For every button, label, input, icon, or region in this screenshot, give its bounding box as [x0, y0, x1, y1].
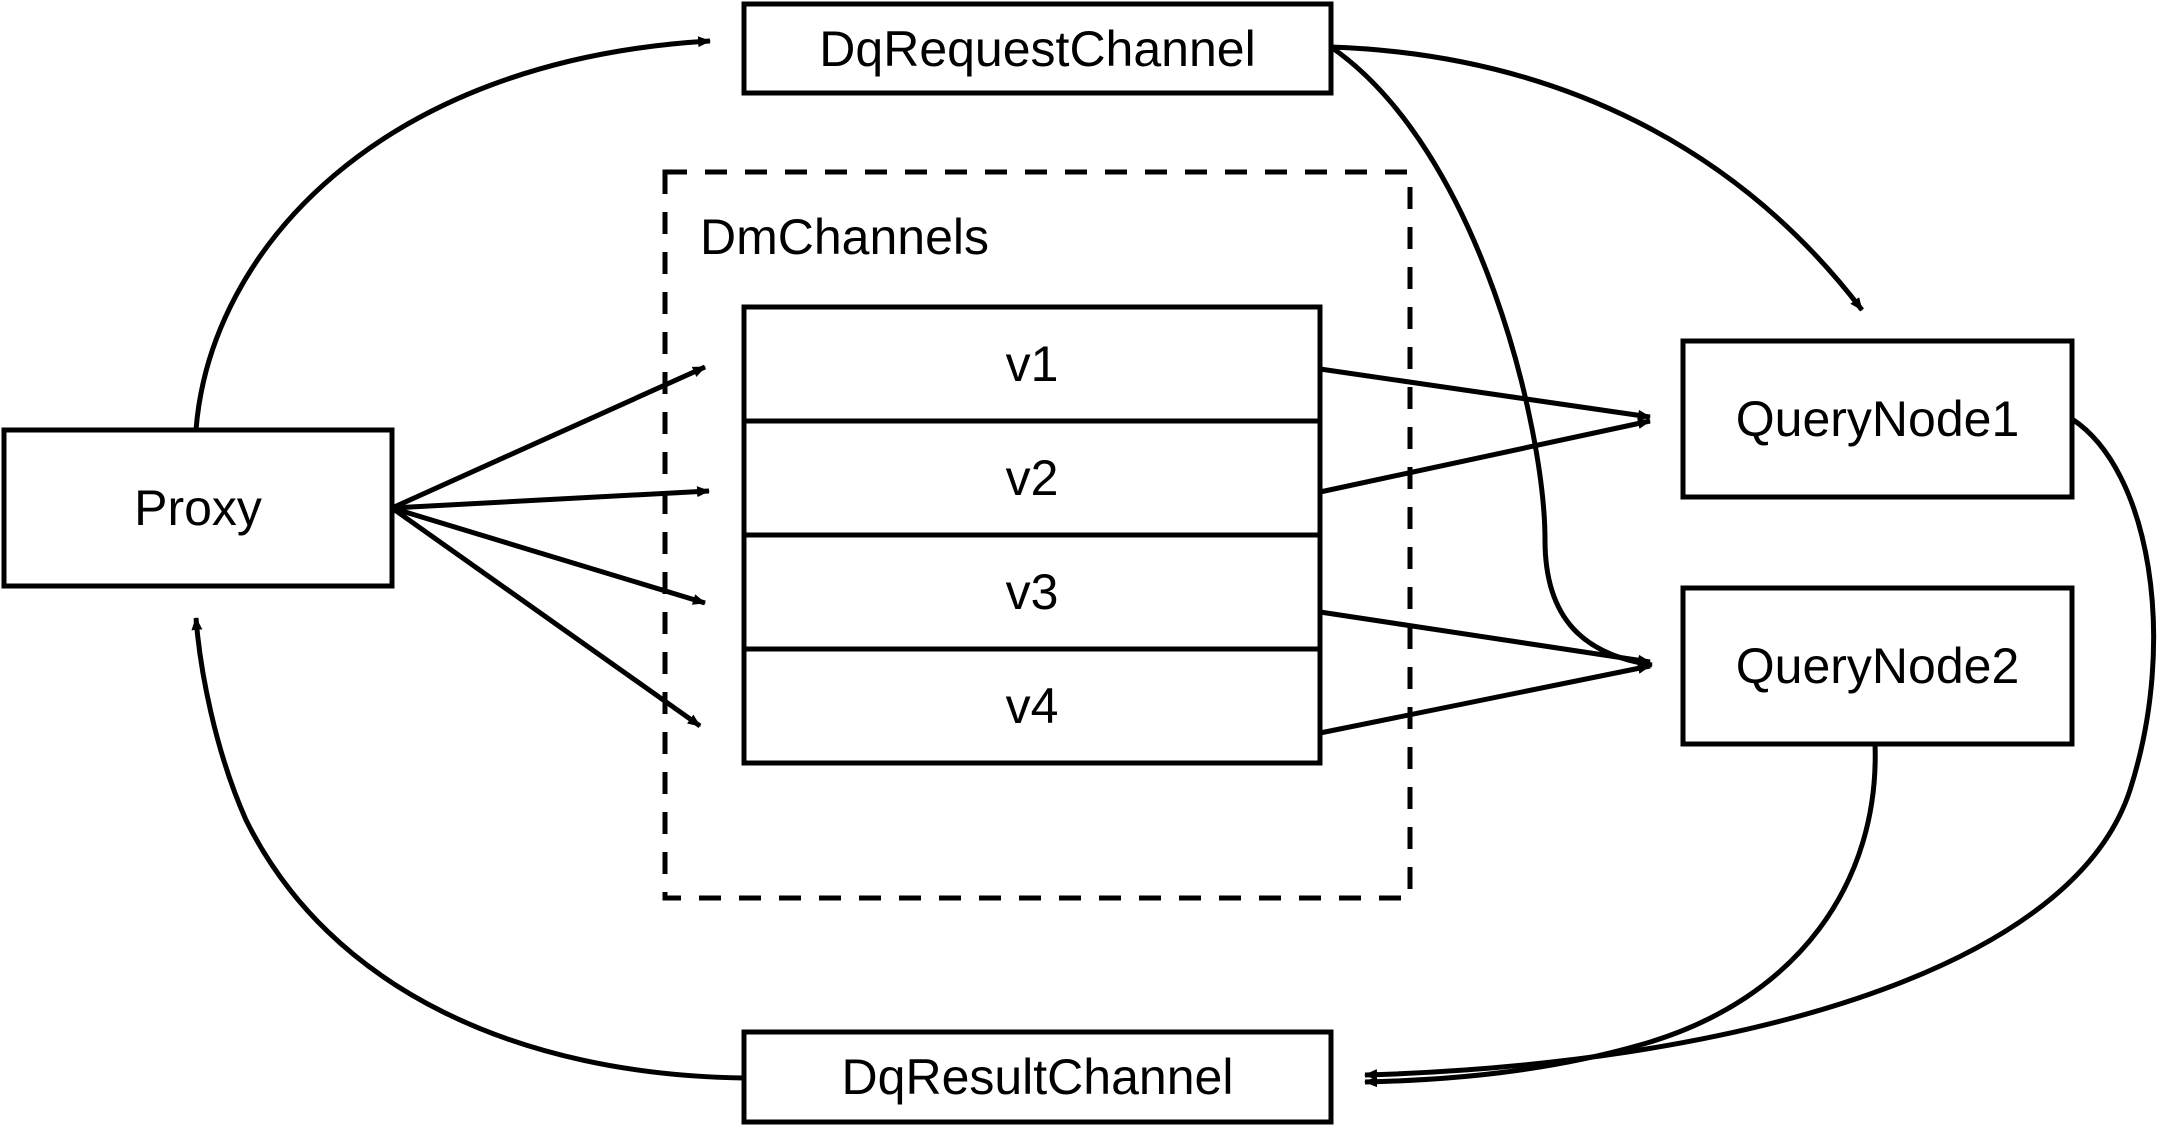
edge-proxy-to-v3 — [391, 505, 706, 606]
edge-dq-request-channel-to-query-node-2 — [1329, 44, 1653, 669]
edge-proxy-to-v1 — [390, 364, 707, 511]
proxy-box[interactable] — [1, 427, 395, 589]
query-node-2-box[interactable] — [1680, 585, 2075, 747]
edge-query-node-1-to-dq-result-channel — [1364, 416, 2157, 1081]
edge-v4-to-query-node-2 — [1319, 662, 1651, 736]
dq-result-channel-box[interactable] — [741, 1029, 1334, 1125]
edge-proxy-to-v2 — [391, 486, 710, 511]
edge-proxy-to-v4 — [390, 505, 702, 729]
dm-channels-group-box — [662, 169, 1413, 901]
edge-v1-to-query-node-1 — [1319, 366, 1651, 421]
dm-channels-group-label: DmChannels — [700, 209, 990, 265]
edge-dq-request-channel-to-query-node-1 — [1330, 44, 1864, 312]
edge-v2-to-query-node-1 — [1319, 418, 1651, 495]
dq-request-channel-box[interactable] — [741, 1, 1334, 96]
query-node-1-box[interactable] — [1680, 338, 2075, 500]
edge-proxy-to-dq-request-channel — [193, 36, 711, 431]
edge-v3-to-query-node-2 — [1319, 609, 1651, 666]
edge-dq-result-channel-to-proxy — [191, 617, 745, 1081]
edge-query-node-2-to-dq-result-channel — [1364, 743, 1878, 1088]
